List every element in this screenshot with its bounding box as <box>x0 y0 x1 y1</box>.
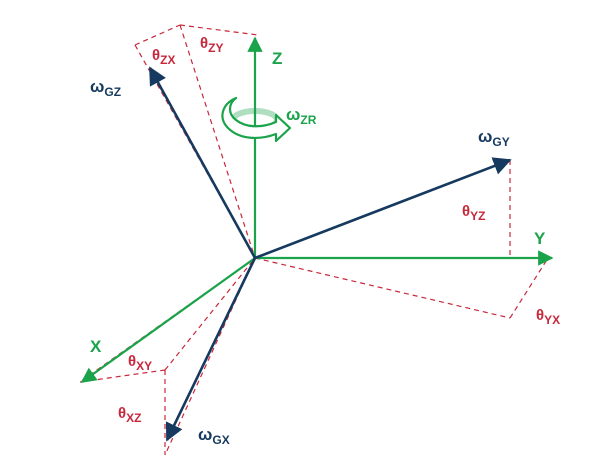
sensor-axes <box>80 36 554 383</box>
proj-line-xy-up <box>164 257 256 371</box>
projection-lines <box>79 24 549 456</box>
proj-line-yx-bottom <box>254 257 511 319</box>
proj-line-zx-down <box>179 24 256 259</box>
proj-line-gz-top <box>134 24 181 46</box>
theta-yz-label: θYZ <box>462 203 485 223</box>
x-axis-label: X <box>90 337 102 356</box>
proj-line-yx-right <box>509 257 549 319</box>
theta-zy-label: θZY <box>200 35 223 55</box>
theta-xy-label: θXY <box>128 353 152 373</box>
omega-gy-arrow <box>254 157 512 260</box>
omega-gz-label: ωGZ <box>90 77 121 99</box>
gyro-vectors <box>148 66 512 442</box>
y-axis-label: Y <box>534 229 546 248</box>
z-axis-label: Z <box>272 49 282 68</box>
theta-zx-label: θZX <box>152 47 175 67</box>
omega-gx-arrow <box>165 257 257 442</box>
x-axis-arrow <box>80 257 256 383</box>
omega-gz-arrow <box>148 66 257 259</box>
omega-zr-label: ωZR <box>286 105 317 127</box>
proj-line-zx-top <box>179 24 259 36</box>
curved-rotation-arrow-icon <box>221 96 292 143</box>
omega-gy-label: ωGY <box>478 127 510 149</box>
proj-line-xy-top <box>79 369 166 383</box>
theta-xz-label: θXZ <box>118 405 141 425</box>
theta-yx-label: θYX <box>536 307 560 327</box>
omega-gx-label: ωGX <box>198 425 230 447</box>
